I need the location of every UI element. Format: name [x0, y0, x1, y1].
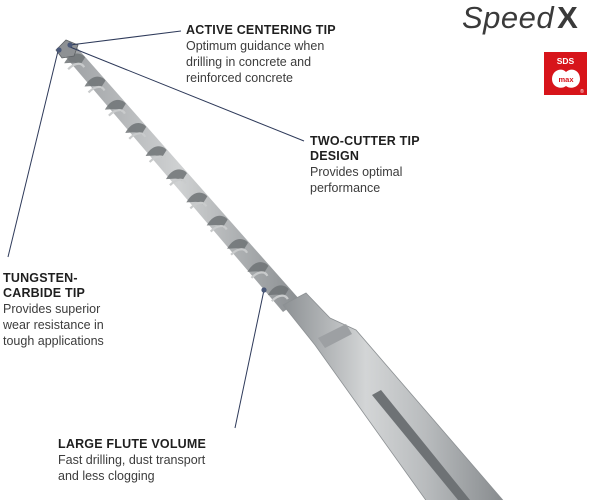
flute-ridge — [247, 262, 269, 274]
callout-two-cutter-tip: TWO-CUTTER TIP DESIGN Provides optimal p… — [310, 134, 510, 196]
sds-max-badge: SDS max ® — [544, 52, 587, 95]
flute-highlight — [87, 85, 106, 94]
flute-highlight — [128, 132, 147, 140]
flute-ridge — [206, 215, 228, 228]
flute-highlight — [67, 62, 86, 71]
shank-slot — [372, 390, 470, 500]
callout-title: CARBIDE TIP — [3, 286, 86, 300]
callout-desc-line: Provides optimal — [310, 165, 403, 179]
sds-max-logo-icon: SDS max ® — [544, 52, 587, 95]
callout-active-centering-tip: ACTIVE CENTERING TIP Optimum guidance wh… — [186, 23, 416, 86]
flute-highlight — [209, 224, 228, 233]
flute-highlight — [108, 109, 126, 117]
callout-desc-line: Optimum guidance when — [186, 39, 325, 53]
leader-dots — [56, 42, 267, 293]
flute-ridge — [186, 192, 208, 205]
brand-logo: SpeedX — [462, 0, 578, 36]
callout-large-flute-volume: LARGE FLUTE VOLUME Fast drilling, dust t… — [58, 437, 298, 484]
leader-two-cutter — [69, 46, 305, 142]
flute-highlight — [271, 294, 289, 302]
callout-tungsten-carbide-tip: TUNGSTEN- CARBIDE TIP Provides superior … — [3, 271, 173, 349]
badge-max-text: max — [558, 75, 574, 84]
flute-ridge — [125, 123, 147, 135]
callout-desc-line: Provides superior — [3, 302, 101, 316]
callout-title: TUNGSTEN- — [3, 271, 78, 285]
flute-highlight — [169, 178, 187, 186]
drill-shank — [282, 292, 504, 500]
callout-desc-line: Fast drilling, dust transport — [58, 453, 206, 467]
flute-highlight — [148, 155, 167, 163]
brand-suffix: X — [557, 0, 579, 35]
flute-ridge — [165, 169, 187, 182]
callout-title: LARGE FLUTE VOLUME — [58, 437, 207, 451]
callout-desc-line: reinforced concrete — [186, 71, 294, 85]
flute-ridge — [267, 285, 289, 298]
callout-desc-line: and less clogging — [58, 469, 155, 483]
flute-ridge — [104, 99, 126, 112]
flute-highlight — [189, 201, 208, 210]
badge-sds-text: SDS — [557, 56, 575, 66]
leader-active-tip — [69, 30, 182, 46]
callout-desc-line: tough applications — [3, 334, 104, 348]
callout-title: ACTIVE CENTERING TIP — [186, 23, 336, 37]
svg-text:®: ® — [580, 88, 584, 95]
flute-ridge — [145, 146, 167, 158]
callout-title: TWO-CUTTER TIP — [310, 134, 420, 148]
flute-ridge — [227, 238, 249, 251]
callout-desc-line: wear resistance in — [3, 318, 104, 332]
callout-title: DESIGN — [310, 149, 360, 163]
brand-name: Speed — [462, 0, 555, 35]
leader-flute — [234, 289, 265, 429]
shank-collar — [318, 324, 352, 348]
drill-flutes — [64, 53, 289, 302]
flute-highlight — [250, 271, 269, 279]
flute-ridge — [64, 53, 86, 66]
leader-lines — [7, 30, 305, 429]
leader-tungsten — [7, 50, 59, 258]
flute-ridge — [84, 76, 106, 89]
callout-desc-line: performance — [310, 181, 381, 195]
callout-desc-line: drilling in concrete and — [186, 55, 312, 69]
flute-highlight — [230, 248, 249, 256]
